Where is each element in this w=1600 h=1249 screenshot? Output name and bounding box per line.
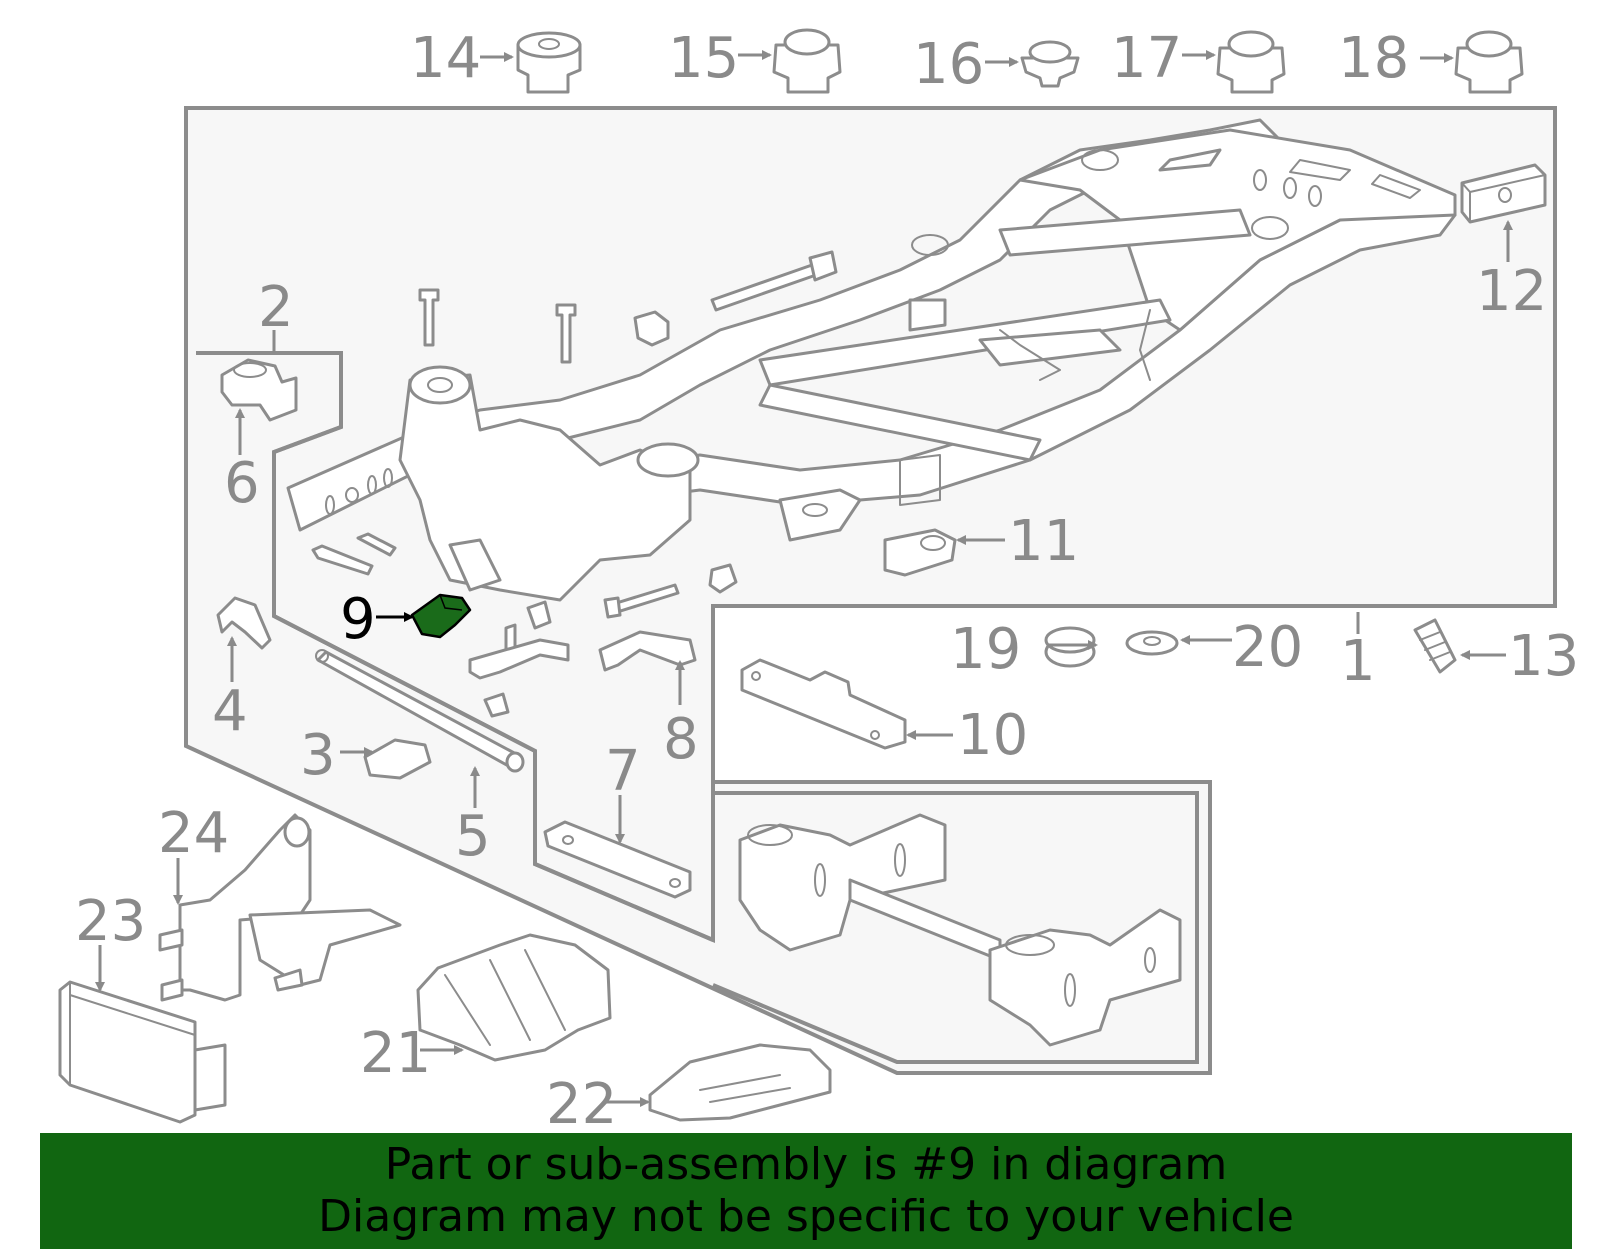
callout-18: 18 xyxy=(1338,26,1409,91)
part-4-bracket xyxy=(216,596,272,650)
part-6-mount xyxy=(220,358,298,422)
part-17-mount xyxy=(1216,30,1286,94)
part-9-highlighted xyxy=(410,593,472,639)
callout-22: 22 xyxy=(546,1072,617,1137)
callout-5: 5 xyxy=(455,804,491,869)
callout-arrows xyxy=(95,50,1513,1107)
callout-6: 6 xyxy=(224,451,260,516)
part-13-spring xyxy=(1413,618,1457,674)
part-11-bracket xyxy=(883,528,957,577)
front-subgroup-outline xyxy=(196,351,714,942)
part-3-pad xyxy=(363,738,432,780)
part-18-mount xyxy=(1454,30,1524,94)
part-14-mount xyxy=(516,31,582,94)
part-7-brace xyxy=(543,820,692,899)
bolts-top xyxy=(311,250,838,718)
callout-16: 16 xyxy=(913,32,984,97)
callout-7: 7 xyxy=(605,739,641,804)
callout-labels: 1 2 3 4 5 6 7 8 9 10 11 12 13 14 15 16 1… xyxy=(75,26,1579,1137)
callout-13: 13 xyxy=(1508,624,1579,689)
callout-9: 9 xyxy=(340,587,376,652)
info-banner: Part or sub-assembly is #9 in diagram Di… xyxy=(40,1133,1572,1249)
part-15-mount xyxy=(772,28,842,94)
callout-2: 2 xyxy=(258,275,294,340)
callout-14: 14 xyxy=(410,26,481,91)
part-23-module xyxy=(58,980,227,1124)
callout-3: 3 xyxy=(300,723,336,788)
part-unlabeled-bracket xyxy=(468,638,570,680)
callout-19: 19 xyxy=(950,617,1021,682)
callout-21: 21 xyxy=(360,1021,431,1086)
callout-12: 12 xyxy=(1476,259,1547,324)
callout-8: 8 xyxy=(663,707,699,772)
callout-11: 11 xyxy=(1008,509,1079,574)
banner-line-2: Diagram may not be specific to your vehi… xyxy=(318,1191,1294,1242)
callout-4: 4 xyxy=(212,679,248,744)
callout-24: 24 xyxy=(158,801,229,866)
callout-23: 23 xyxy=(75,889,146,954)
part-21-shield xyxy=(416,933,612,1062)
part-19-bushing xyxy=(1044,626,1096,668)
part-10-crossmember xyxy=(740,658,907,750)
callout-17: 17 xyxy=(1111,26,1182,91)
part-24-bracket xyxy=(158,813,402,1002)
part-12-bracket xyxy=(1460,163,1547,224)
part-16-mount xyxy=(1020,40,1080,88)
part-5-bar xyxy=(315,649,525,773)
callout-10: 10 xyxy=(957,703,1028,768)
frame-assembly xyxy=(286,118,1457,602)
part-22-plate xyxy=(648,1043,832,1122)
part-20-washer xyxy=(1125,630,1179,656)
callout-15: 15 xyxy=(668,26,739,91)
banner-line-1: Part or sub-assembly is #9 in diagram xyxy=(384,1139,1228,1190)
rear-crossmember-assembly xyxy=(738,813,1182,1047)
callout-1: 1 xyxy=(1340,629,1376,694)
rear-crossmember-box xyxy=(712,791,1199,1064)
callout-20: 20 xyxy=(1232,615,1303,680)
